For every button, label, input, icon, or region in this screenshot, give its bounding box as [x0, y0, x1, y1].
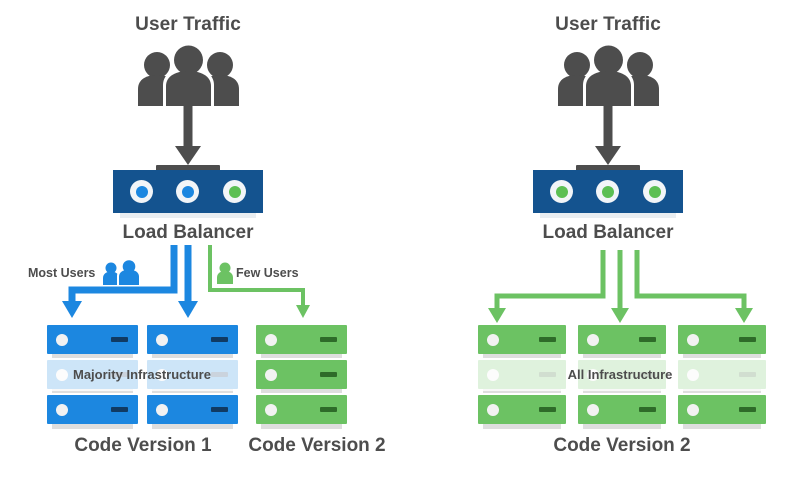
left-lb-label: Load Balancer [122, 222, 254, 243]
left-infrastructure-label: Majority Infrastructure [73, 367, 211, 382]
right-infrastructure-label: All Infrastructure [567, 367, 673, 382]
left-lb-shadow [120, 213, 256, 218]
server-unit [478, 325, 566, 354]
left-users-title: User Traffic [135, 14, 241, 35]
right-lb-led-3 [643, 180, 666, 203]
left-lb-led-2 [176, 180, 199, 203]
few-users-icon [216, 261, 234, 284]
server-unit [256, 395, 347, 424]
left-users-icon [136, 42, 241, 106]
most-users-icon [102, 258, 142, 285]
right-lb-led-2 [596, 180, 619, 203]
server-unit [578, 325, 666, 354]
right-infrastructure-veil [474, 358, 766, 391]
right-rack-3[interactable] [678, 325, 766, 429]
server-unit [678, 395, 766, 424]
left-infrastructure-veil [42, 358, 242, 391]
left-load-balancer[interactable] [113, 170, 263, 213]
left-lb-led-1 [130, 180, 153, 203]
right-lb-led-1 [550, 180, 573, 203]
server-unit [678, 325, 766, 354]
right-users-icon [556, 42, 661, 106]
server-unit [47, 395, 138, 424]
server-unit [47, 325, 138, 354]
left-lb-lid [156, 165, 220, 172]
left-rack-3[interactable] [256, 325, 347, 429]
right-connectors [400, 250, 800, 328]
right-lb-lid [576, 165, 640, 172]
right-users-title: User Traffic [555, 14, 661, 35]
left-traffic-arrow [174, 104, 202, 166]
server-unit [256, 325, 347, 354]
server-unit [256, 360, 347, 389]
left-version-label-1: Code Version 1 [74, 435, 212, 456]
right-load-balancer[interactable] [533, 170, 683, 213]
right-traffic-arrow [594, 104, 622, 166]
left-flow-label-few-users: Few Users [236, 266, 299, 280]
left-version-label-2: Code Version 2 [248, 435, 386, 456]
left-lb-led-3 [223, 180, 246, 203]
right-lb-shadow [540, 213, 676, 218]
server-unit [578, 395, 666, 424]
left-connectors [0, 245, 400, 325]
server-unit [147, 395, 238, 424]
left-flow-label-most-users: Most Users [28, 266, 96, 280]
right-lb-label: Load Balancer [542, 222, 674, 243]
server-unit [478, 395, 566, 424]
server-unit [147, 325, 238, 354]
right-version-label-1: Code Version 2 [553, 435, 691, 456]
